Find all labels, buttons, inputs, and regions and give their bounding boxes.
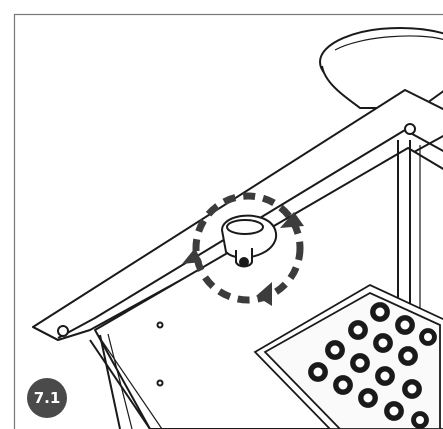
curved-arrow-icon xyxy=(182,212,304,306)
dashed-rotation-circle-icon xyxy=(192,192,304,304)
step-number-label: 7.1 xyxy=(33,389,61,407)
pole-adapter xyxy=(319,27,443,109)
step-number-badge: 7.1 xyxy=(27,378,67,418)
led-module xyxy=(253,283,443,429)
latch-knob xyxy=(220,214,278,268)
frame-border xyxy=(13,13,443,429)
